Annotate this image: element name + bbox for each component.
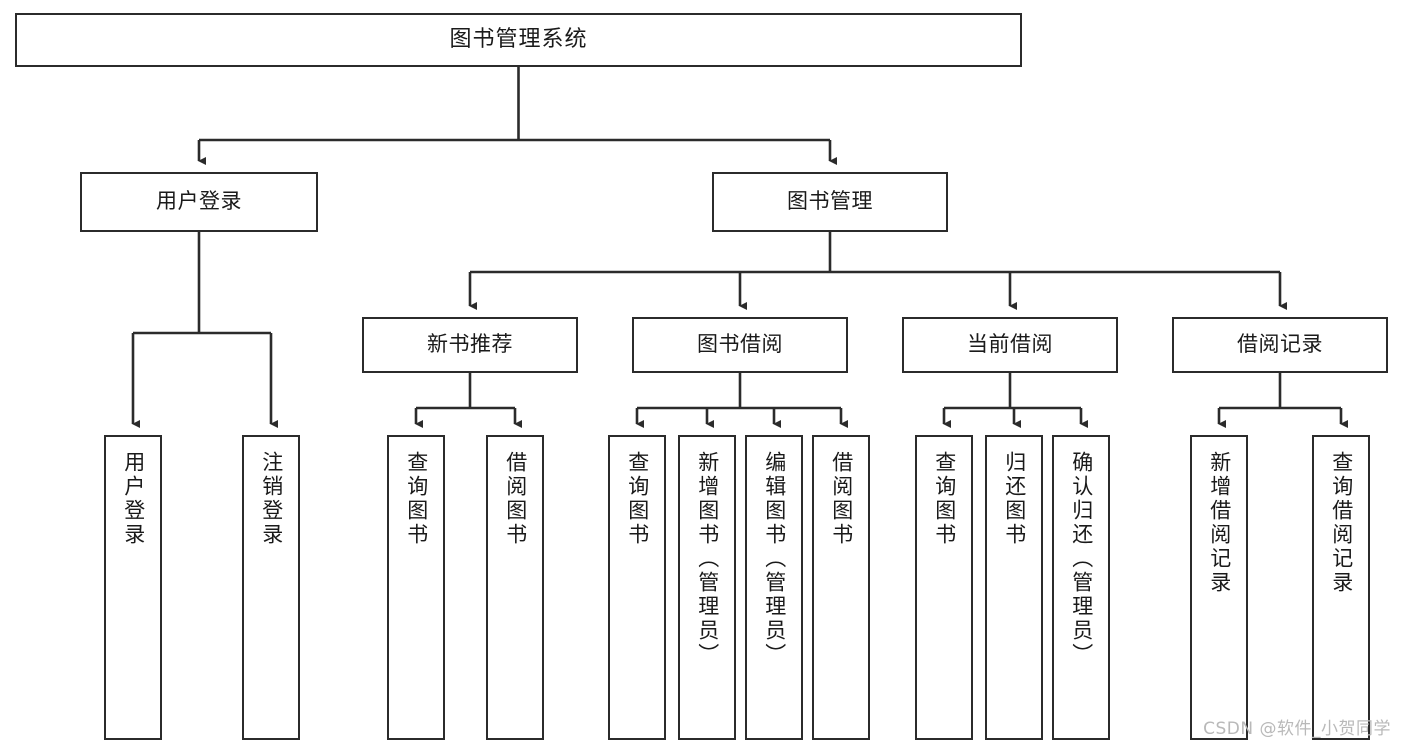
leaf-query-book-borrow[interactable]: 查询图书 [608, 435, 666, 740]
leaf-edit-book-admin-label: 编辑图书（管理员） [762, 451, 787, 667]
leaf-confirm-return-admin[interactable]: 确认归还（管理员） [1052, 435, 1110, 740]
leaf-borrow-book-borrow[interactable]: 借阅图书 [812, 435, 870, 740]
node-loan-record[interactable]: 借阅记录 [1172, 317, 1388, 373]
node-current-loan[interactable]: 当前借阅 [902, 317, 1118, 373]
node-new-book-recommend-label: 新书推荐 [427, 332, 513, 357]
leaf-query-book-borrow-label: 查询图书 [625, 451, 650, 547]
node-loan-record-label: 借阅记录 [1237, 332, 1323, 357]
leaf-borrow-book-recommend[interactable]: 借阅图书 [486, 435, 544, 740]
leaf-add-loan-record[interactable]: 新增借阅记录 [1190, 435, 1248, 740]
leaf-user-login[interactable]: 用户登录 [104, 435, 162, 740]
node-root[interactable]: 图书管理系统 [15, 13, 1022, 67]
leaf-add-loan-record-label: 新增借阅记录 [1207, 451, 1232, 595]
leaf-return-book-label: 归还图书 [1002, 451, 1027, 547]
leaf-query-book-current[interactable]: 查询图书 [915, 435, 973, 740]
leaf-user-logout[interactable]: 注销登录 [242, 435, 300, 740]
leaf-borrow-book-borrow-label: 借阅图书 [829, 451, 854, 547]
node-book-borrow-label: 图书借阅 [697, 332, 783, 357]
node-book-manage-label: 图书管理 [787, 189, 873, 214]
leaf-confirm-return-admin-label: 确认归还（管理员） [1069, 451, 1094, 667]
leaf-return-book[interactable]: 归还图书 [985, 435, 1043, 740]
node-user-login-label: 用户登录 [156, 189, 242, 214]
leaf-query-book-recommend[interactable]: 查询图书 [387, 435, 445, 740]
leaf-query-book-recommend-label: 查询图书 [404, 451, 429, 547]
leaf-query-loan-record[interactable]: 查询借阅记录 [1312, 435, 1370, 740]
leaf-query-loan-record-label: 查询借阅记录 [1329, 451, 1354, 595]
node-book-borrow[interactable]: 图书借阅 [632, 317, 848, 373]
leaf-add-book-admin-label: 新增图书（管理员） [695, 451, 720, 667]
leaf-add-book-admin[interactable]: 新增图书（管理员） [678, 435, 736, 740]
leaf-user-login-label: 用户登录 [121, 451, 146, 547]
node-user-login[interactable]: 用户登录 [80, 172, 318, 232]
leaf-query-book-current-label: 查询图书 [932, 451, 957, 547]
node-root-label: 图书管理系统 [449, 26, 588, 52]
csdn-watermark: CSDN @软件_小贺同学 [1203, 719, 1391, 739]
node-book-manage[interactable]: 图书管理 [712, 172, 948, 232]
node-new-book-recommend[interactable]: 新书推荐 [362, 317, 578, 373]
node-current-loan-label: 当前借阅 [967, 332, 1053, 357]
leaf-borrow-book-recommend-label: 借阅图书 [503, 451, 528, 547]
leaf-user-logout-label: 注销登录 [259, 451, 284, 547]
leaf-edit-book-admin[interactable]: 编辑图书（管理员） [745, 435, 803, 740]
